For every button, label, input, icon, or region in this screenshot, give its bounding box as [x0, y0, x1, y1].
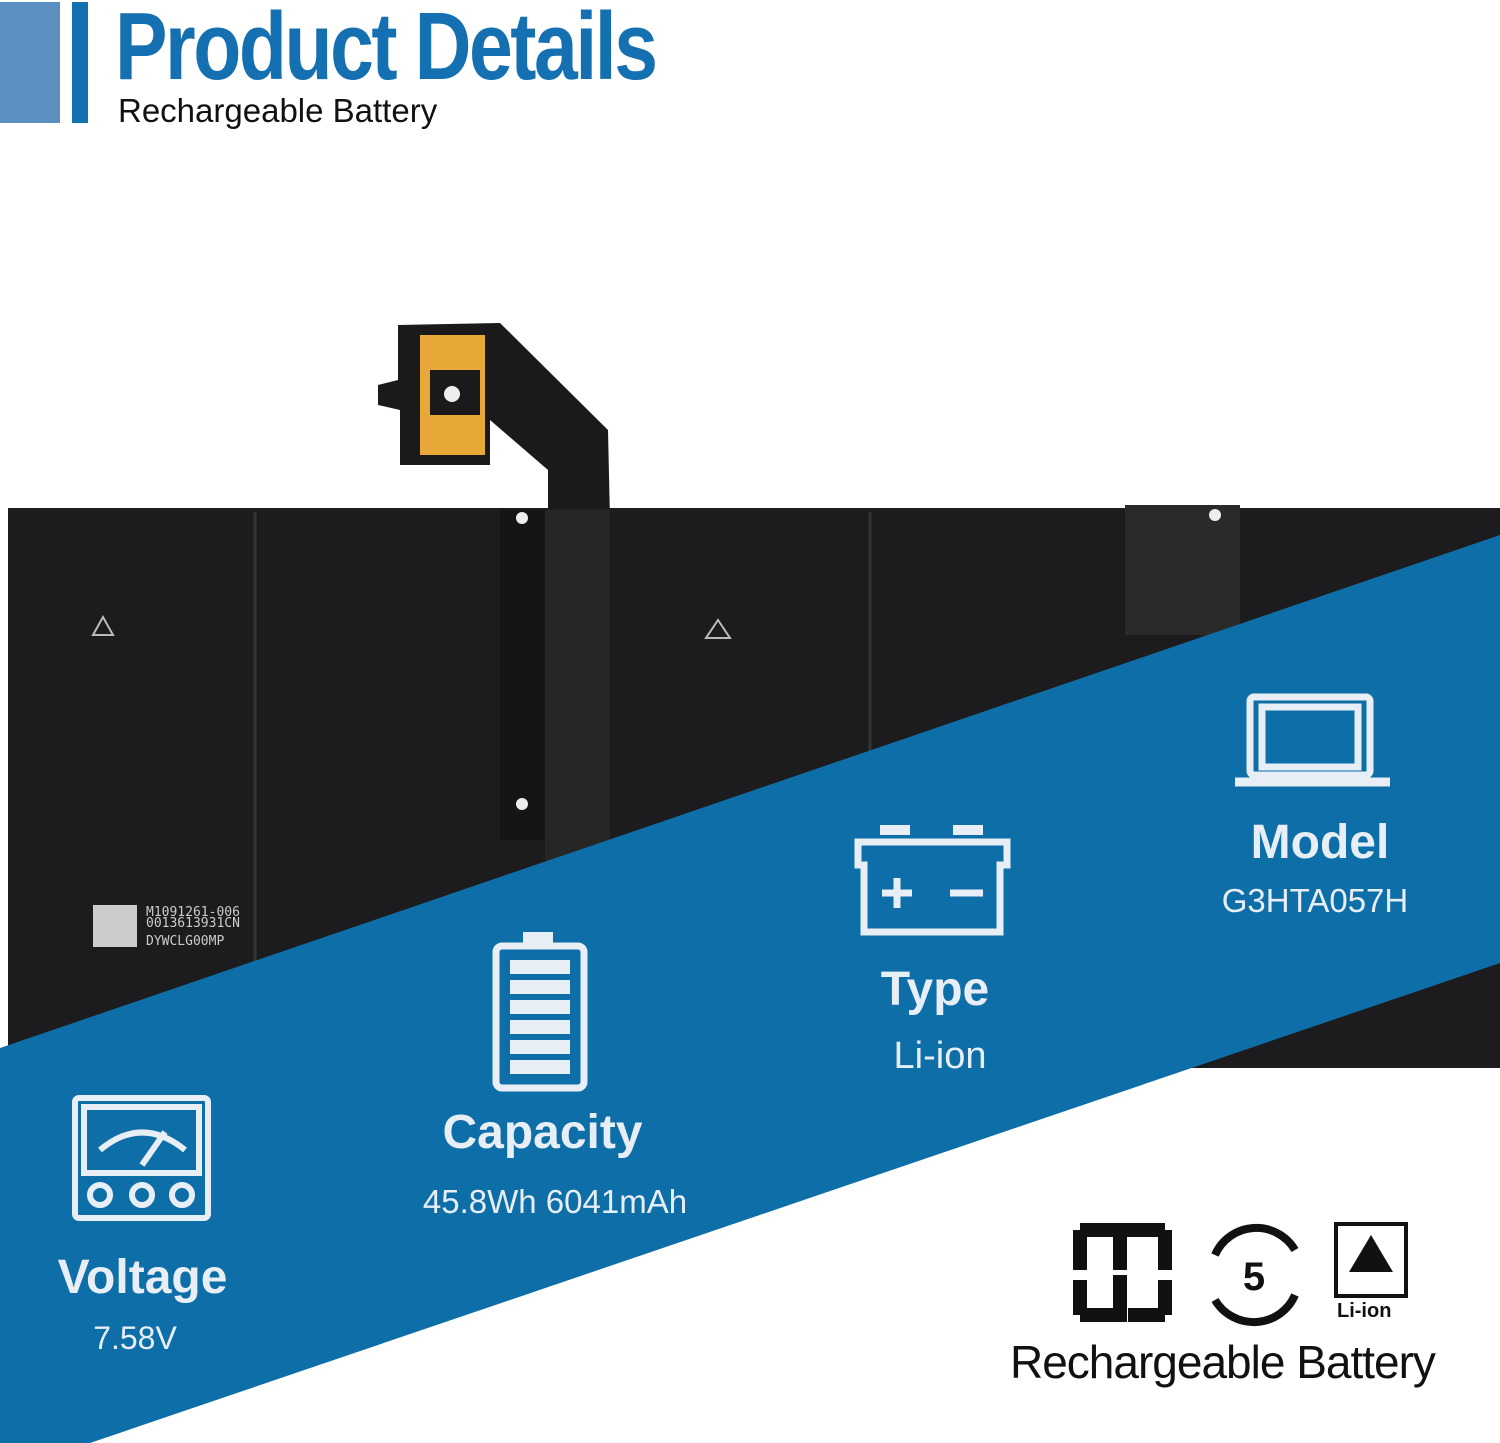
recycle-symbol-icon: [1073, 1223, 1172, 1322]
spec-band: [0, 535, 1500, 1443]
capacity-label: Capacity: [442, 1106, 643, 1159]
model-value: G3HTA057H: [1221, 882, 1409, 919]
battery-level-icon: [492, 932, 588, 1092]
eco-period-icon: [1211, 1224, 1299, 1326]
type-label: Type: [880, 963, 990, 1016]
model-label: Model: [1250, 816, 1390, 869]
voltmeter-icon: [72, 1095, 211, 1221]
battery-code: DYWCLG00MP: [146, 934, 225, 949]
li-ion-tag: Li-ion: [1337, 1300, 1392, 1322]
warning-icon: [704, 618, 732, 639]
battery-serial: 0013613931CN: [146, 916, 240, 931]
warning-icon: [91, 614, 115, 636]
page-title: Product Details: [115, 0, 658, 100]
header-accent-block: [0, 2, 60, 123]
voltage-label: Voltage: [57, 1251, 228, 1304]
capacity-value: 45.8Wh 6041mAh: [422, 1183, 688, 1220]
battery-part-number: M1091261-006: [146, 905, 240, 920]
qr-code-icon: [93, 905, 137, 947]
voltage-value: 7.58V: [93, 1320, 177, 1356]
flex-cable: [378, 323, 610, 520]
center-strip: [545, 510, 610, 870]
laptop-icon: [1235, 693, 1390, 787]
header-accent-bar: [72, 2, 88, 123]
li-ion-recycle-icon: [1334, 1222, 1408, 1298]
eco-number: 5: [1243, 1255, 1265, 1299]
page-subtitle: Rechargeable Battery: [118, 92, 438, 129]
footer-title: Rechargeable Battery: [1010, 1336, 1436, 1388]
type-value: Li-ion: [893, 1035, 987, 1077]
car-battery-icon: [854, 825, 1011, 936]
